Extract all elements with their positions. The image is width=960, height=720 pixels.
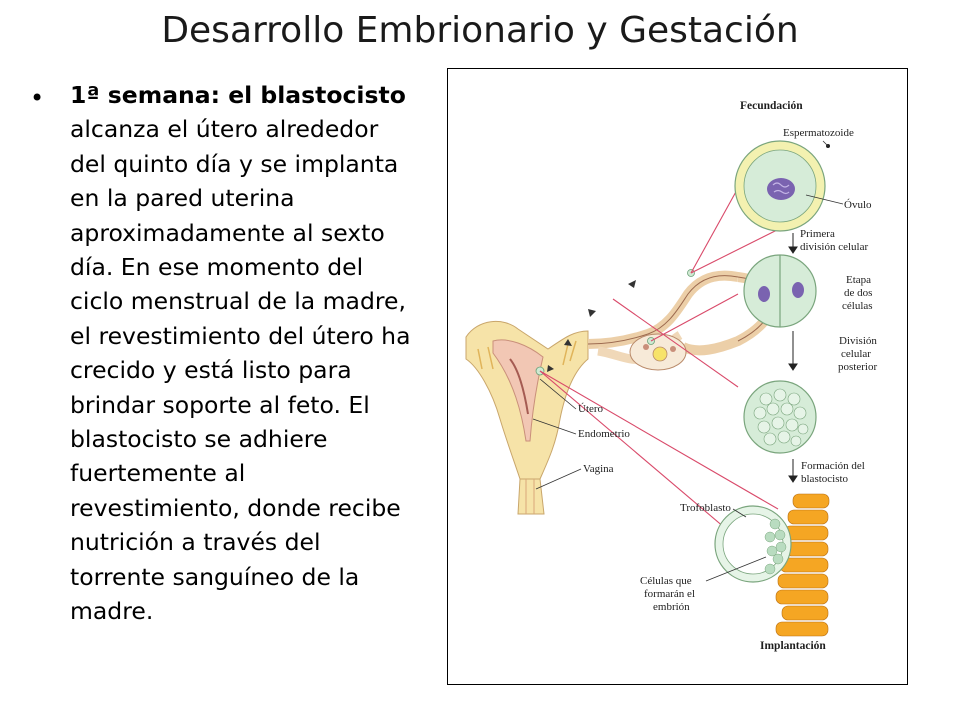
label-primera-2: división celular — [800, 241, 868, 253]
label-endometrio: Endometrio — [578, 428, 630, 440]
label-etapa-3: células — [842, 300, 873, 312]
bullet-paragraph: 1ª semana: el blastocisto alcanza el úte… — [70, 78, 415, 629]
morula-cell — [743, 380, 817, 454]
label-division-2: celular — [841, 348, 871, 360]
figure-svg: Fecundación Espermatozoide Óvulo Primera… — [465, 100, 877, 652]
label-celulas-2: formarán el — [644, 588, 695, 600]
label-espermatozoide: Espermatozoide — [783, 127, 854, 139]
label-celulas-1: Células que — [640, 575, 692, 587]
fertilized-ovum-cell — [734, 140, 830, 232]
label-division-3: posterior — [838, 361, 877, 373]
label-etapa-2: de dos — [844, 287, 872, 299]
bullet-marker: • — [30, 84, 45, 112]
label-division-1: División — [839, 335, 877, 347]
bullet-body: alcanza el útero alrededor del quinto dí… — [70, 115, 411, 626]
label-etapa-1: Etapa — [846, 274, 871, 286]
label-formacion-2: blastocisto — [801, 473, 849, 485]
label-formacion-1: Formación del — [801, 460, 865, 472]
label-fecundacion: Fecundación — [740, 100, 803, 112]
label-vagina: Vagina — [583, 463, 614, 475]
label-implantacion: Implantación — [760, 640, 826, 652]
slide-title: Desarrollo Embrionario y Gestación — [161, 10, 799, 51]
label-trofoblasto: Trofoblasto — [680, 502, 731, 514]
embryo-development-figure: Fecundación Espermatozoide Óvulo Primera… — [447, 68, 908, 685]
label-ovulo: Óvulo — [844, 199, 872, 211]
blastocyst-implantation — [714, 493, 830, 637]
label-utero: Útero — [578, 403, 604, 415]
connector-lines — [539, 178, 784, 540]
leader-lines — [532, 140, 844, 582]
uterus-illustration — [465, 269, 779, 515]
label-celulas-3: embrión — [653, 601, 690, 613]
flow-arrows — [788, 233, 798, 483]
bullet-heading: 1ª semana: el blastocisto — [70, 81, 406, 109]
two-cell-stage — [743, 254, 817, 328]
label-primera-1: Primera — [800, 228, 835, 240]
